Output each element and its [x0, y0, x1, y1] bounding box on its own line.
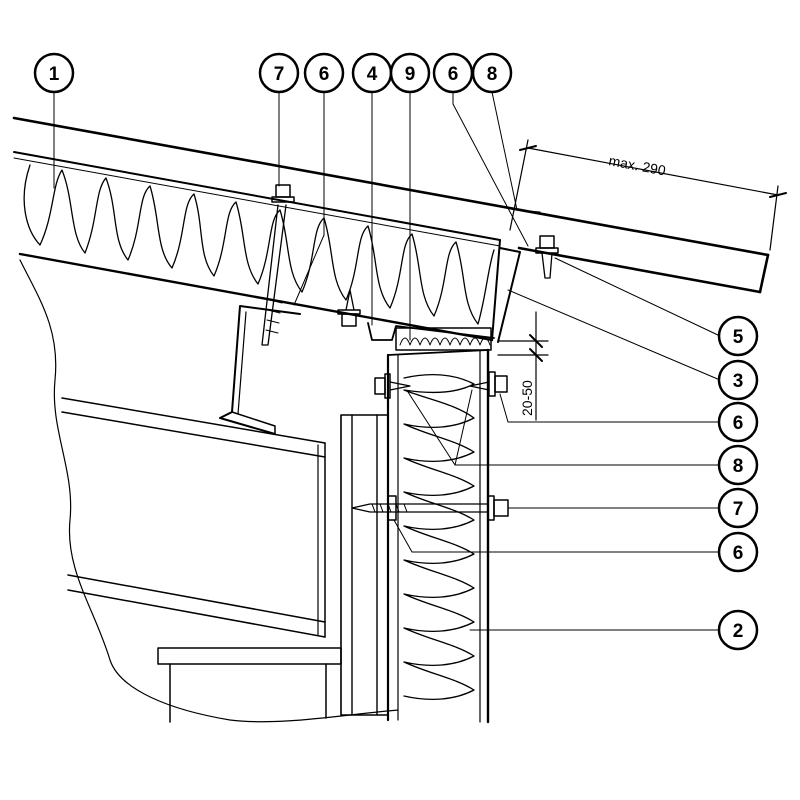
svg-text:4: 4 [367, 64, 378, 85]
callout-4-top: 4 [351, 52, 393, 94]
wall-screw-left-icon [374, 373, 411, 399]
callout-5-right: 5 [717, 315, 759, 357]
callout-9-top: 9 [389, 52, 431, 94]
svg-text:6: 6 [733, 543, 744, 564]
svg-text:5: 5 [733, 327, 744, 348]
dimension-gap-label: 20-50 [519, 380, 535, 416]
callout-1-top: 1 [33, 52, 75, 94]
callout-7-top: 7 [258, 52, 300, 94]
svg-text:3: 3 [733, 371, 744, 392]
roof-screw-icon [261, 184, 295, 346]
callout-6-right-b: 6 [717, 531, 759, 573]
svg-text:6: 6 [733, 413, 744, 434]
svg-text:8: 8 [487, 64, 498, 85]
callout-3-right: 3 [717, 359, 759, 401]
callout-2-right: 2 [717, 609, 759, 651]
svg-text:2: 2 [733, 621, 744, 642]
svg-text:1: 1 [49, 64, 60, 85]
leader-lines [53, 91, 721, 631]
dimension-gap: 20-50 [497, 311, 549, 421]
wall-panel [386, 348, 490, 724]
break-outline [19, 259, 399, 723]
purlin-profile [219, 305, 301, 435]
svg-text:6: 6 [319, 64, 330, 85]
eave-screw-icon [535, 235, 559, 279]
callout-6-top-a: 6 [303, 52, 345, 94]
callout-6-top-b: 6 [432, 52, 474, 94]
flashing-profile [367, 322, 495, 351]
wall-screw-right-icon [469, 371, 508, 397]
svg-text:9: 9 [405, 64, 416, 85]
svg-text:8: 8 [733, 456, 744, 477]
svg-text:7: 7 [733, 499, 744, 520]
callout-6-right-a: 6 [717, 401, 759, 443]
through-screw-icon [351, 495, 509, 521]
dimension-overhang-label: max. 290 [607, 152, 667, 178]
svg-text:7: 7 [274, 64, 285, 85]
callout-8-right: 8 [717, 444, 759, 486]
purlin-screw-icon [337, 289, 361, 327]
steel-structure [61, 397, 389, 723]
callout-7-right: 7 [717, 487, 759, 529]
fasteners [261, 184, 559, 521]
callout-8-top: 8 [471, 52, 513, 94]
roof-panel [12, 116, 770, 343]
svg-text:6: 6 [448, 64, 459, 85]
